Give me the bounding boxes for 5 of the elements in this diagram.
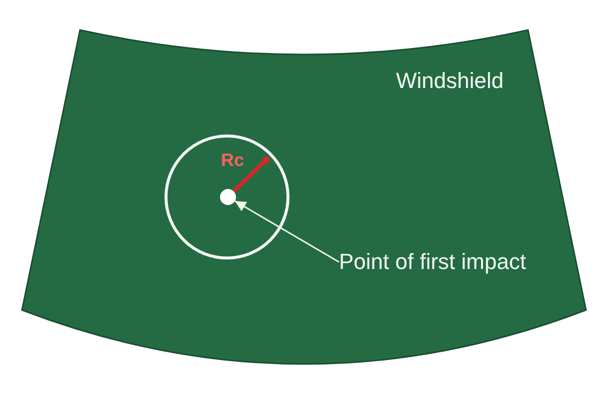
windshield-label: Windshield bbox=[396, 70, 504, 92]
windshield-shape bbox=[21, 29, 587, 365]
callout-label: Point of first impact bbox=[339, 251, 526, 273]
radius-label: Rc bbox=[221, 151, 244, 169]
leader-arrow bbox=[234, 200, 340, 263]
